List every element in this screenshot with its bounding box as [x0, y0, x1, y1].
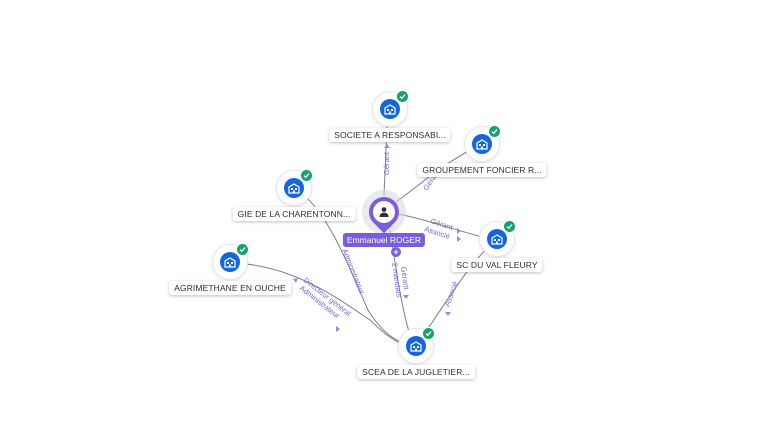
edge-label: Gérant	[382, 151, 391, 175]
company-badge	[220, 252, 240, 272]
building-icon	[224, 257, 236, 268]
check-icon	[399, 94, 406, 100]
edge-agrimethane-scea	[245, 263, 413, 348]
verified-badge	[236, 243, 249, 256]
company-label[interactable]: SCEA DE LA JUGLETIER...	[357, 365, 475, 379]
check-icon	[425, 331, 432, 337]
building-icon	[288, 183, 300, 194]
arrow-marker	[457, 236, 461, 242]
check-icon	[506, 224, 513, 230]
verified-badge	[503, 220, 516, 233]
company-badge	[284, 178, 304, 198]
verified-badge	[488, 125, 501, 138]
verified-badge	[422, 327, 435, 340]
check-icon	[303, 173, 310, 179]
arrow-marker	[293, 278, 298, 283]
company-label[interactable]: AGRIMETHANE EN OUCHE	[169, 281, 291, 295]
company-label[interactable]: GIE DE LA CHARENTONN...	[232, 207, 356, 221]
check-icon	[491, 129, 498, 135]
company-badge	[487, 229, 507, 249]
arrow-marker	[457, 228, 461, 234]
company-badge	[406, 336, 426, 356]
arrow-marker	[403, 295, 409, 299]
user-icon	[379, 207, 389, 217]
company-circle	[465, 125, 501, 161]
company-circle	[277, 169, 313, 205]
verified-badge	[396, 90, 409, 103]
check-icon	[239, 247, 246, 253]
company-circle	[373, 90, 409, 126]
company-badge	[380, 99, 400, 119]
arrow-marker	[445, 312, 451, 316]
building-icon	[476, 139, 488, 150]
company-label[interactable]: SC DU VAL FLEURY	[451, 258, 543, 272]
verified-badge	[300, 169, 313, 182]
edge-label: Gérant	[399, 266, 411, 291]
arrow-marker	[384, 144, 390, 148]
person-name[interactable]: Emmanuel ROGER	[342, 233, 426, 247]
company-label[interactable]: SOCIETE A RESPONSABI...	[329, 128, 451, 142]
company-badge	[472, 134, 492, 154]
edge-label: Administrateur	[340, 247, 367, 296]
edge-scval-scea	[419, 241, 495, 341]
arrow-marker	[336, 326, 340, 332]
company-circle	[399, 327, 435, 363]
building-icon	[491, 234, 503, 245]
expand-button[interactable]: +	[391, 247, 401, 257]
building-icon	[410, 341, 422, 352]
edge-label: Associé	[442, 280, 459, 308]
company-circle	[213, 243, 249, 279]
person-avatar	[373, 201, 395, 223]
building-icon	[384, 104, 396, 115]
company-label[interactable]: GROUPEMENT FONCIER R...	[417, 163, 547, 177]
company-circle	[480, 220, 516, 256]
